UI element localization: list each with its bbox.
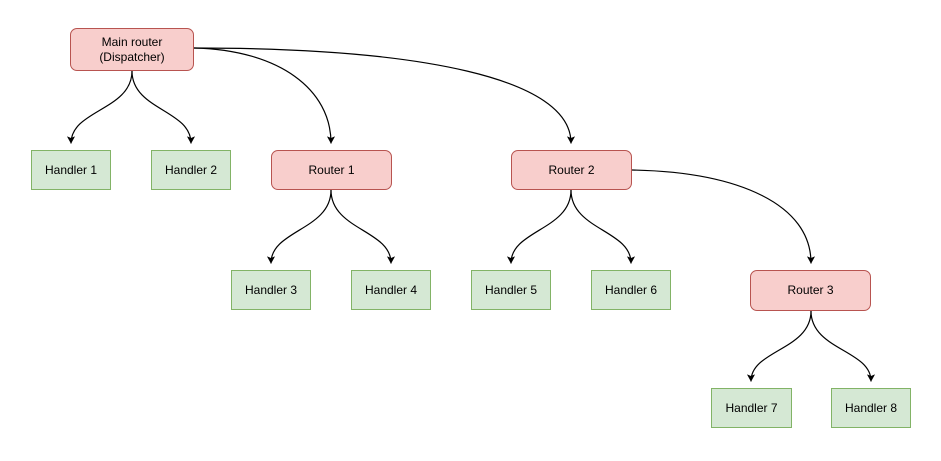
edges-group [66, 47, 876, 382]
node-router-2[interactable]: Router 2 [511, 150, 632, 190]
node-label-router-1: Router 1 [308, 162, 355, 177]
edge-router2-router-3 [631, 169, 816, 264]
edge-router2-handler-6 [570, 189, 636, 264]
edge-main-router-1 [193, 47, 336, 144]
node-label-handler-8: Handler 8 [844, 400, 898, 415]
node-label-handler-4: Handler 4 [364, 282, 418, 297]
node-main-router[interactable]: Main router (Dispatcher) [70, 28, 194, 71]
node-handler-1[interactable]: Handler 1 [31, 150, 111, 190]
node-label-router-2: Router 2 [548, 162, 595, 177]
node-handler-7[interactable]: Handler 7 [711, 388, 792, 428]
node-handler-5[interactable]: Handler 5 [471, 270, 551, 310]
edge-router1-handler-3 [266, 189, 332, 264]
edge-router1-handler-4 [330, 189, 396, 264]
node-handler-3[interactable]: Handler 3 [231, 270, 311, 310]
edge-router3-handler-8 [810, 310, 876, 382]
node-label-handler-6: Handler 6 [604, 282, 658, 297]
node-label-handler-3: Handler 3 [244, 282, 298, 297]
node-label-handler-7: Handler 7 [725, 400, 778, 415]
edge-main-handler-1 [66, 70, 133, 144]
edge-main-router-2 [193, 47, 576, 144]
node-label-main-router: Main router (Dispatcher) [99, 34, 165, 64]
node-handler-4[interactable]: Handler 4 [351, 270, 431, 310]
node-handler-8[interactable]: Handler 8 [831, 388, 911, 428]
edge-router3-handler-7 [746, 310, 812, 382]
node-router-3[interactable]: Router 3 [750, 270, 871, 311]
node-router-1[interactable]: Router 1 [271, 150, 392, 190]
node-label-router-3: Router 3 [787, 283, 834, 297]
edge-main-handler-2 [131, 70, 196, 144]
node-handler-2[interactable]: Handler 2 [151, 150, 231, 190]
node-label-handler-5: Handler 5 [484, 282, 538, 297]
node-label-handler-2: Handler 2 [164, 162, 218, 177]
edge-router2-handler-5 [506, 189, 572, 264]
node-label-handler-1: Handler 1 [44, 162, 98, 177]
node-handler-6[interactable]: Handler 6 [591, 270, 671, 310]
